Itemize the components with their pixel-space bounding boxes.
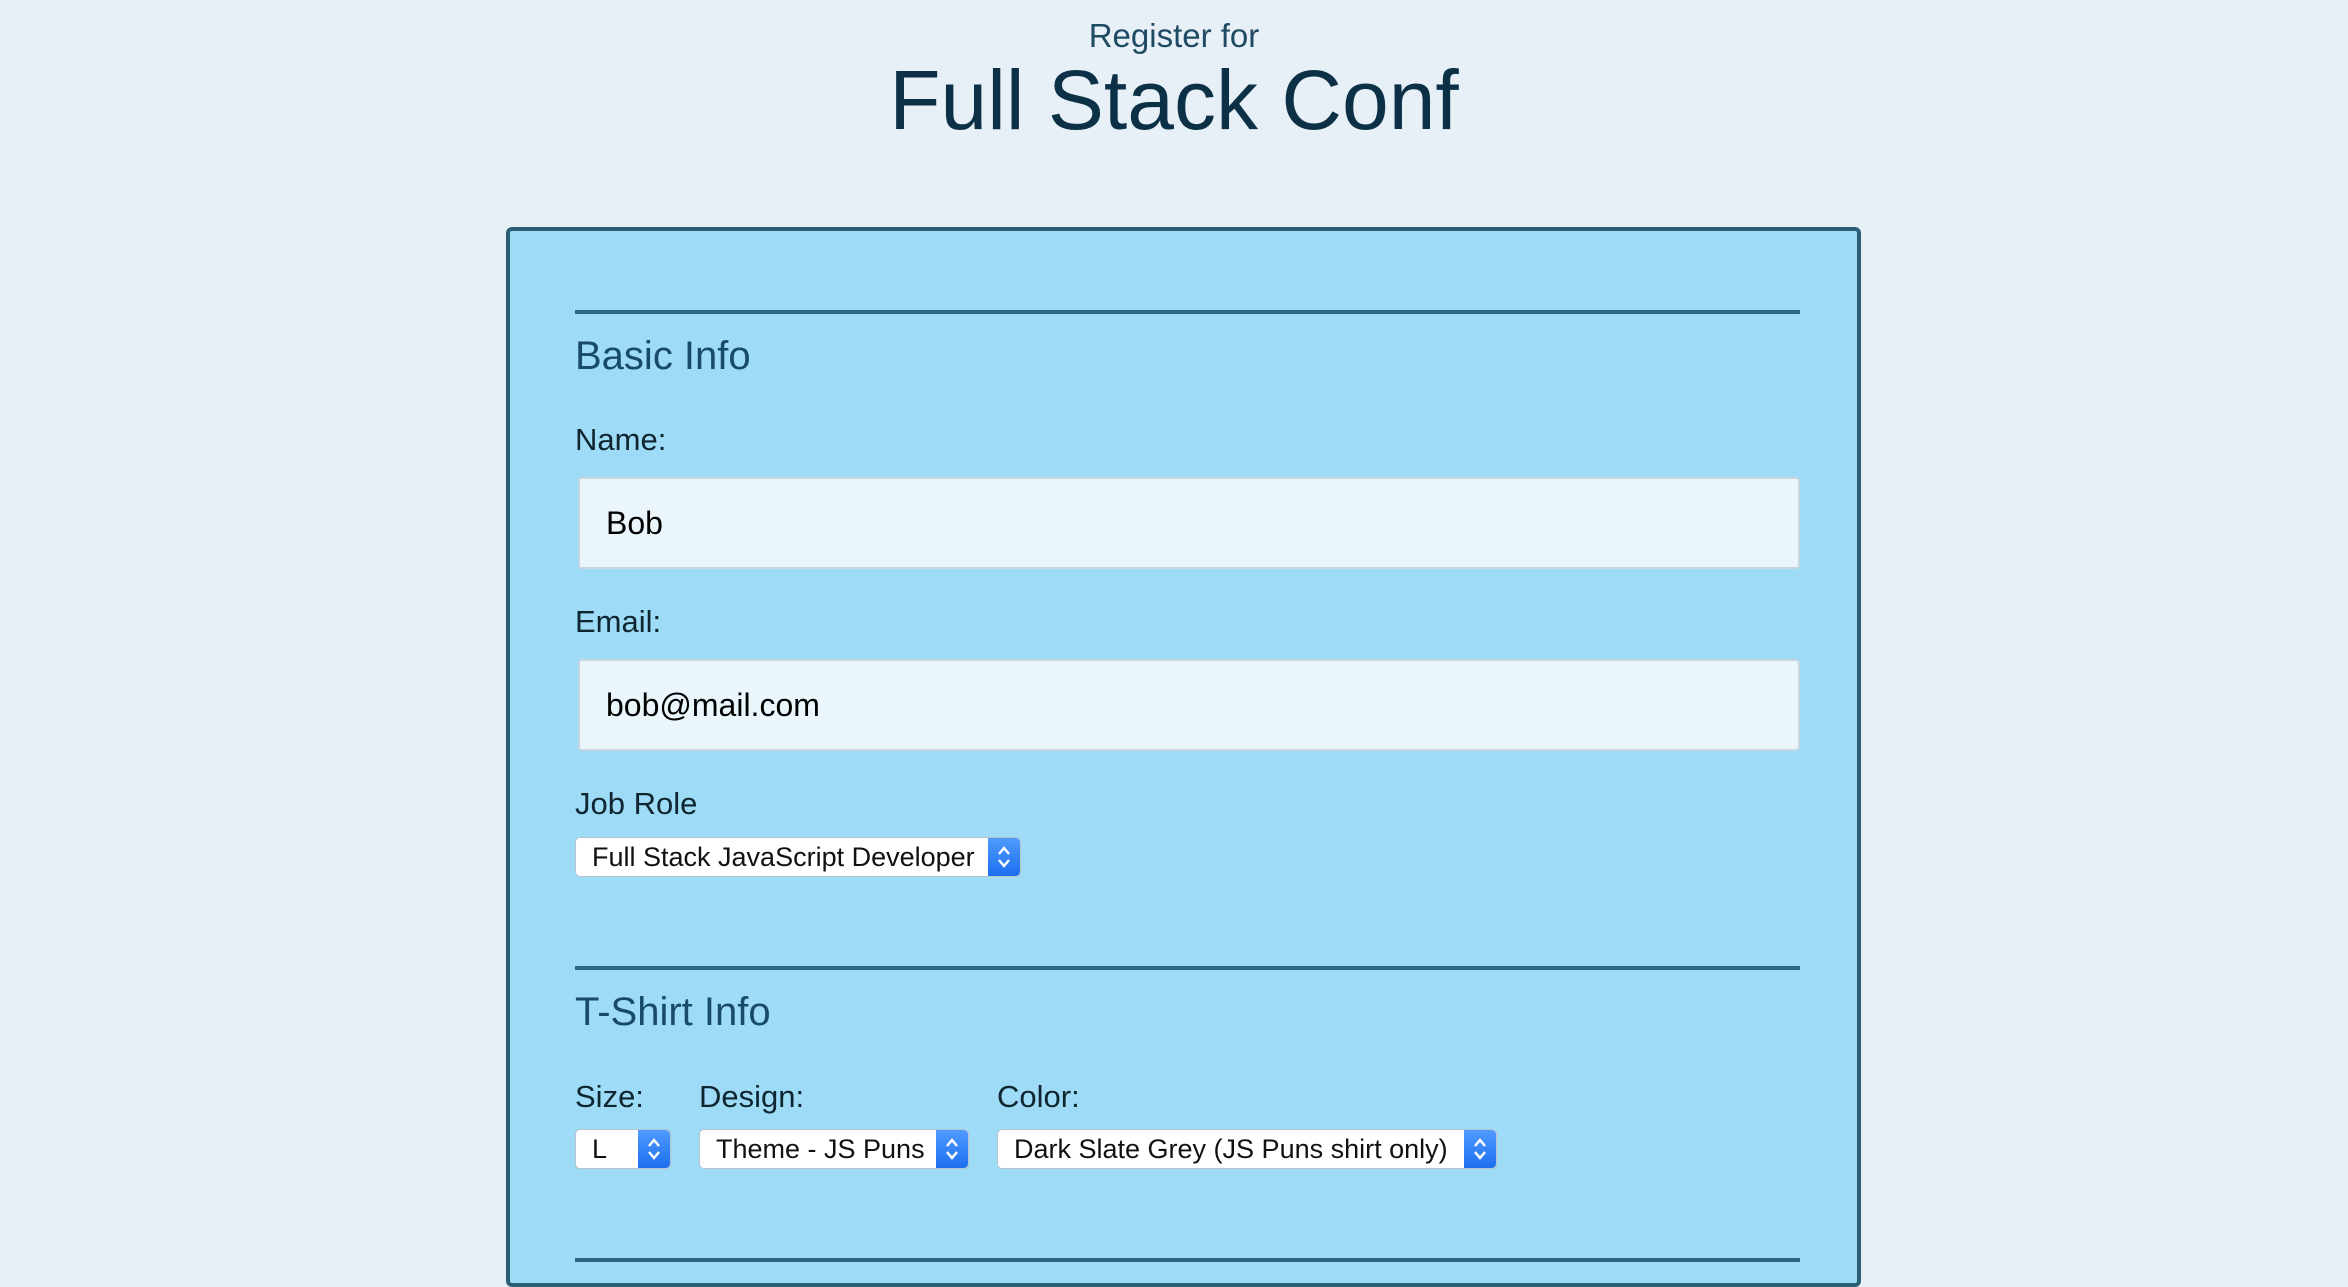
page-subtitle: Register for bbox=[1088, 17, 1260, 54]
basic-info-heading: Basic Info bbox=[575, 334, 751, 378]
color-select[interactable]: Dark Slate Grey (JS Puns shirt only) bbox=[997, 1129, 1497, 1169]
design-selected-value: Theme - JS Puns bbox=[716, 1134, 925, 1164]
section-divider bbox=[575, 1258, 1800, 1262]
job-role-select[interactable]: Full Stack JavaScript Developer bbox=[575, 837, 1021, 877]
color-selected-value: Dark Slate Grey (JS Puns shirt only) bbox=[1014, 1134, 1448, 1164]
chevron-up-down-icon bbox=[1464, 1130, 1496, 1168]
size-label: Size: bbox=[575, 1079, 644, 1114]
design-label: Design: bbox=[699, 1079, 805, 1114]
section-divider bbox=[575, 310, 1800, 314]
job-role-selected-value: Full Stack JavaScript Developer bbox=[592, 842, 975, 872]
job-role-label: Job Role bbox=[575, 786, 698, 821]
chevron-up-down-icon bbox=[638, 1130, 670, 1168]
name-field[interactable] bbox=[578, 477, 1800, 569]
design-select[interactable]: Theme - JS Puns bbox=[699, 1129, 969, 1169]
size-selected-value: L bbox=[592, 1134, 608, 1164]
page-title: Full Stack Conf bbox=[889, 53, 1459, 147]
email-field[interactable] bbox=[578, 659, 1800, 751]
color-label: Color: bbox=[997, 1079, 1080, 1114]
registration-form: Basic Info Name: Email: Job Role Full St… bbox=[506, 227, 1861, 1287]
name-label: Name: bbox=[575, 422, 667, 457]
email-label: Email: bbox=[575, 604, 662, 639]
chevron-up-down-icon bbox=[988, 838, 1020, 876]
chevron-up-down-icon bbox=[936, 1130, 968, 1168]
tshirt-info-heading: T-Shirt Info bbox=[575, 990, 771, 1034]
size-select[interactable]: L bbox=[575, 1129, 671, 1169]
section-divider bbox=[575, 966, 1800, 970]
